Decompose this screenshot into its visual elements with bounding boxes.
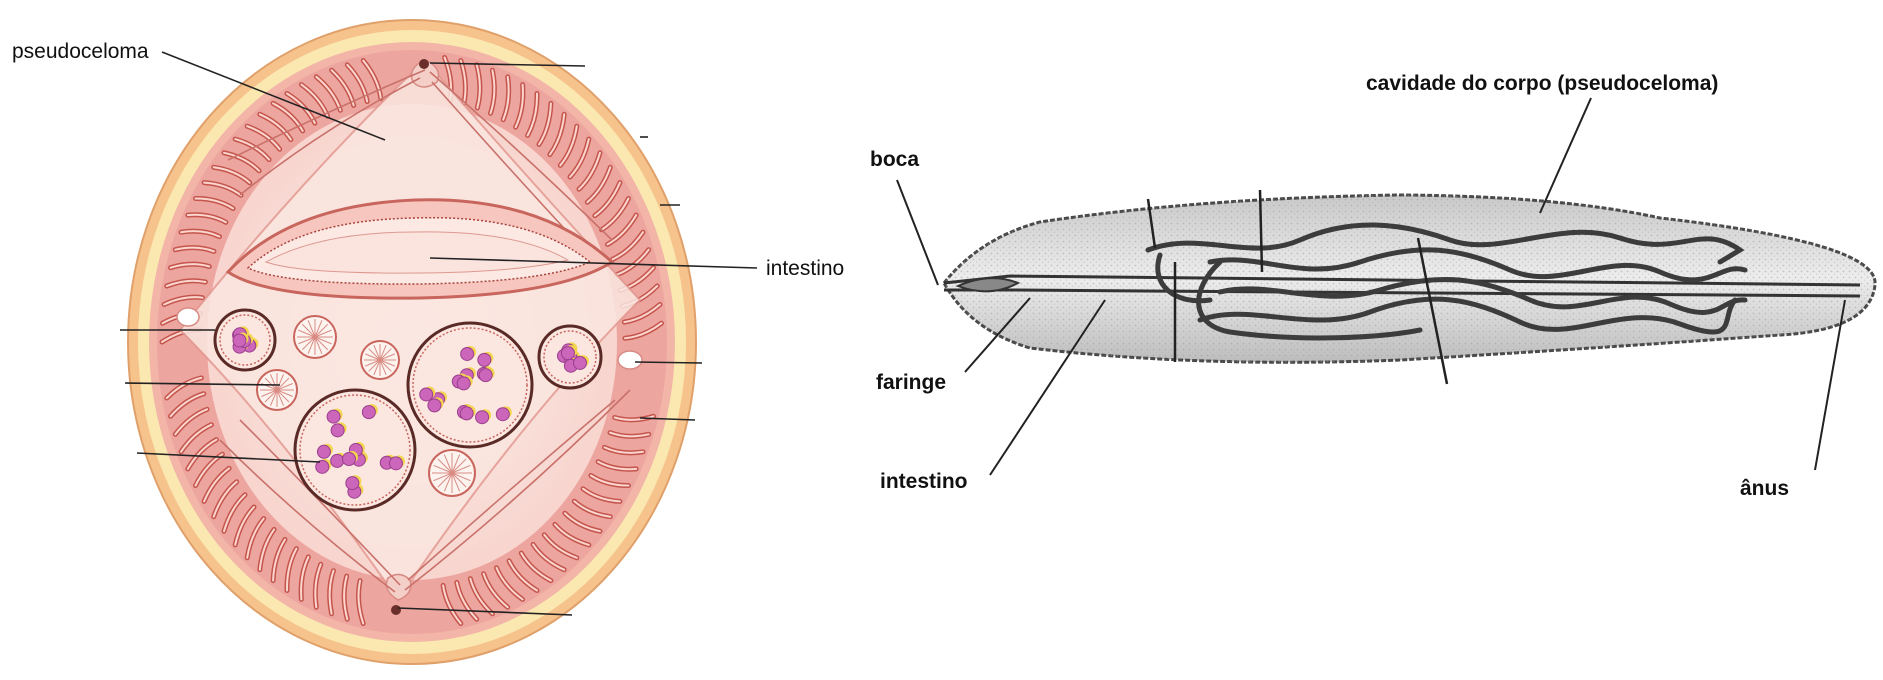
cross-section-diagram — [128, 20, 696, 664]
left-excretory-canal — [177, 308, 199, 326]
right-excretory-canal — [618, 351, 642, 369]
label-pseudoceloma: pseudoceloma — [12, 40, 149, 63]
label-intestino-cross: intestino — [766, 257, 844, 280]
ventral-nerve — [391, 605, 401, 615]
label-faringe: faringe — [876, 371, 946, 394]
label-boca: boca — [870, 148, 919, 171]
label-cavidade: cavidade do corpo (pseudoceloma) — [1366, 72, 1718, 95]
longitudinal-diagram — [944, 190, 1875, 384]
label-intestino-long: intestino — [880, 470, 968, 493]
dorsal-nerve — [419, 59, 429, 69]
label-anus: ânus — [1740, 477, 1789, 500]
